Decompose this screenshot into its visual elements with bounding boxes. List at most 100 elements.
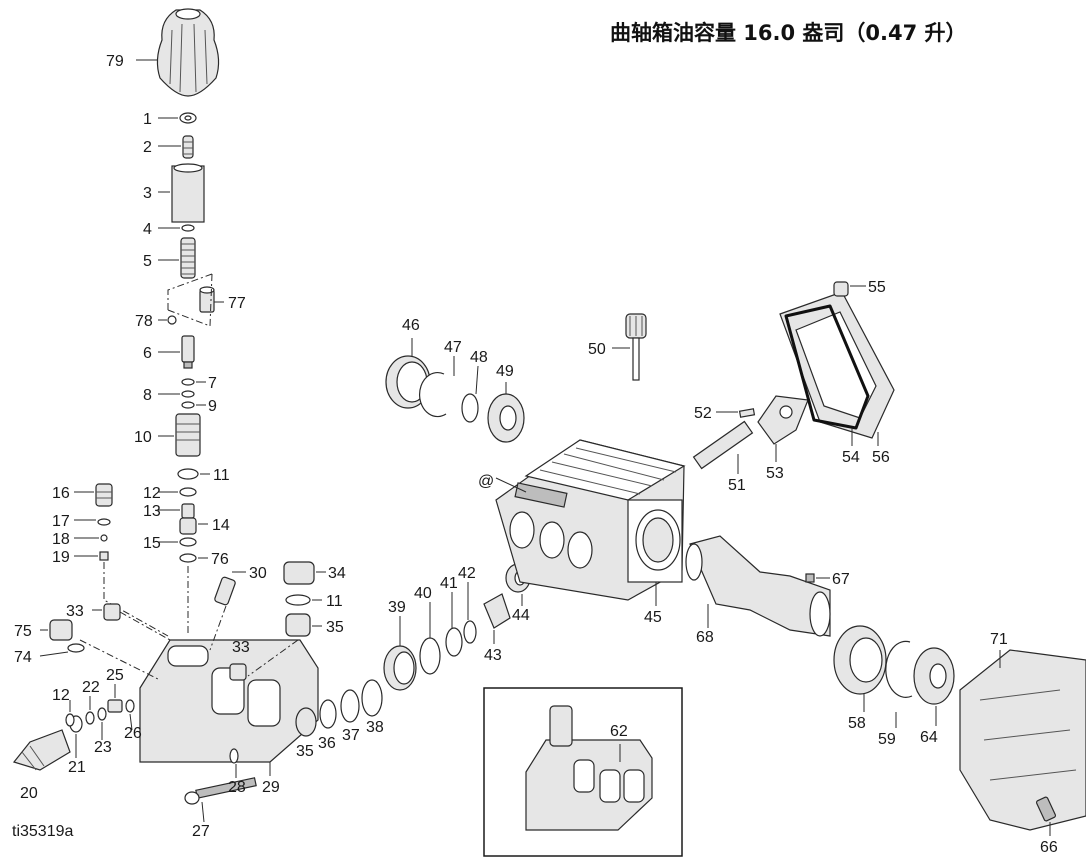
part-label-p1: 1 [143, 111, 152, 128]
crankcase-oil-capacity-title: 曲轴箱油容量 16.0 盎司（0.47 升） [610, 21, 967, 45]
crankshaft-68 [685, 535, 831, 637]
seal-64 [913, 647, 955, 726]
part-label-p64: 64 [920, 729, 938, 746]
pin-77 [199, 286, 224, 313]
snapring-59 [885, 640, 913, 728]
washer-28 [229, 748, 239, 778]
spring-5 [158, 237, 196, 279]
seat-35b [295, 707, 317, 737]
part-label-p22: 22 [82, 679, 100, 696]
part-label-p49: 49 [496, 363, 514, 380]
part-label-p6: 6 [143, 345, 152, 362]
part-label-p42: 42 [458, 565, 476, 582]
part-label-p23: 23 [94, 739, 112, 756]
part-label-p28: 28 [228, 779, 246, 796]
spring-19 [74, 551, 109, 561]
part-label-p10: 10 [134, 429, 152, 446]
oring-17 [74, 518, 111, 526]
part-label-p17: 17 [52, 513, 70, 530]
part-label-at: @ [478, 473, 494, 490]
washer-4 [158, 224, 195, 232]
part-label-p12a: 12 [143, 485, 161, 502]
ring-23 [97, 707, 107, 740]
guide-39 [383, 616, 417, 691]
bearing-58 [833, 625, 887, 712]
ring-22 [85, 696, 95, 725]
part-label-p43: 43 [484, 647, 502, 664]
part-label-p18: 18 [52, 531, 70, 548]
bolt-27 [184, 777, 257, 823]
pin-52 [716, 408, 756, 418]
part-label-p54: 54 [842, 449, 860, 466]
part-label-p35b: 35 [296, 743, 314, 760]
part-label-p15: 15 [143, 535, 161, 552]
part-label-p56: 56 [872, 449, 890, 466]
ball-18 [74, 534, 108, 542]
part-label-p3: 3 [143, 185, 152, 202]
part-label-p16: 16 [52, 485, 70, 502]
seat-14 [179, 517, 208, 535]
ring-42 [463, 582, 477, 644]
alternate-part-bracket [167, 273, 213, 327]
part-label-p8: 8 [143, 387, 152, 404]
part-label-p33a: 33 [66, 603, 84, 620]
ring-12b [65, 700, 75, 727]
part-label-p47: 47 [444, 339, 462, 356]
part-label-p44: 44 [512, 607, 530, 624]
part-label-p7: 7 [208, 375, 217, 392]
valve-25 [107, 684, 123, 713]
unloader-knob-79 [136, 8, 220, 97]
nut-1 [158, 112, 197, 124]
screw-55 [833, 281, 866, 297]
seal-37 [340, 689, 360, 723]
fitting-30 [214, 571, 246, 606]
part-label-p11a: 11 [213, 467, 230, 484]
part-label-p34: 34 [328, 565, 346, 582]
part-label-p68: 68 [696, 629, 714, 646]
seat-10 [158, 413, 201, 457]
housing-3 [158, 163, 205, 223]
ring-36 [319, 699, 337, 729]
ring-12a [158, 487, 197, 497]
dipstick-50 [612, 313, 647, 381]
part-label-p51: 51 [728, 477, 746, 494]
ring-48 [461, 365, 479, 423]
part-label-p39: 39 [388, 599, 406, 616]
part-label-p45: 45 [644, 609, 662, 626]
part-label-p13: 13 [143, 503, 161, 520]
part-label-p26: 26 [124, 725, 142, 742]
seal-38 [361, 679, 383, 717]
part-label-p35a: 35 [326, 619, 344, 636]
part-label-p4: 4 [143, 221, 152, 238]
plug-34 [283, 561, 326, 585]
oring-26 [125, 699, 135, 731]
oring-74 [39, 643, 85, 657]
fitting-20 [12, 729, 71, 771]
part-label-p19: 19 [52, 549, 70, 566]
part-label-p9: 9 [208, 398, 217, 415]
manifold-29 [139, 639, 319, 776]
key-67 [805, 573, 830, 583]
bracket-71 [959, 649, 1086, 831]
part-label-p74: 74 [14, 649, 32, 666]
part-label-p50: 50 [588, 341, 606, 358]
bolt-66 [1035, 796, 1057, 836]
inset-box [483, 687, 683, 857]
part-label-p59: 59 [878, 731, 896, 748]
part-label-p41: 41 [440, 575, 458, 592]
plug-33b [229, 663, 247, 681]
figure-id: ti35319a [12, 823, 73, 840]
part-label-p30: 30 [249, 565, 267, 582]
part-label-p20: 20 [20, 785, 38, 802]
part-label-p62: 62 [610, 723, 628, 740]
part-label-p46: 46 [402, 317, 420, 334]
part-label-p53: 53 [766, 465, 784, 482]
part-label-p36: 36 [318, 735, 336, 752]
part-label-p25: 25 [106, 667, 124, 684]
snapring-47 [418, 356, 455, 418]
plug-33a [92, 603, 121, 621]
part-label-p77: 77 [228, 295, 246, 312]
part-label-p75: 75 [14, 623, 32, 640]
seat-35a [285, 613, 322, 637]
